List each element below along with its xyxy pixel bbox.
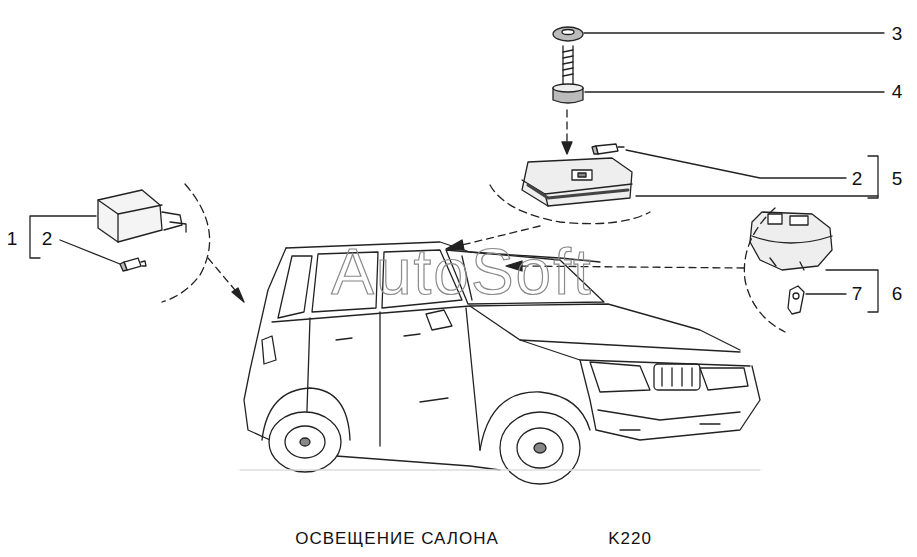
switch-plate: [788, 286, 804, 314]
callout-number: 4: [892, 82, 903, 101]
callout-number: 2: [852, 169, 863, 188]
callout-number: 7: [852, 284, 863, 303]
bulb: [592, 144, 624, 154]
callout-number: 1: [7, 229, 18, 248]
side-lamp: [98, 190, 186, 242]
callout-number: 6: [892, 284, 903, 303]
watermark: AutoSoft: [331, 240, 593, 304]
callout-number: 3: [892, 24, 903, 43]
callout-number: 2: [42, 229, 53, 248]
sheet-code: K220: [608, 530, 652, 547]
bulb: [120, 258, 146, 271]
dome-lamp: [522, 158, 632, 206]
diagram-title: ОСВЕЩЕНИЕ САЛОНА: [295, 530, 499, 547]
callout-number: 5: [892, 169, 903, 188]
